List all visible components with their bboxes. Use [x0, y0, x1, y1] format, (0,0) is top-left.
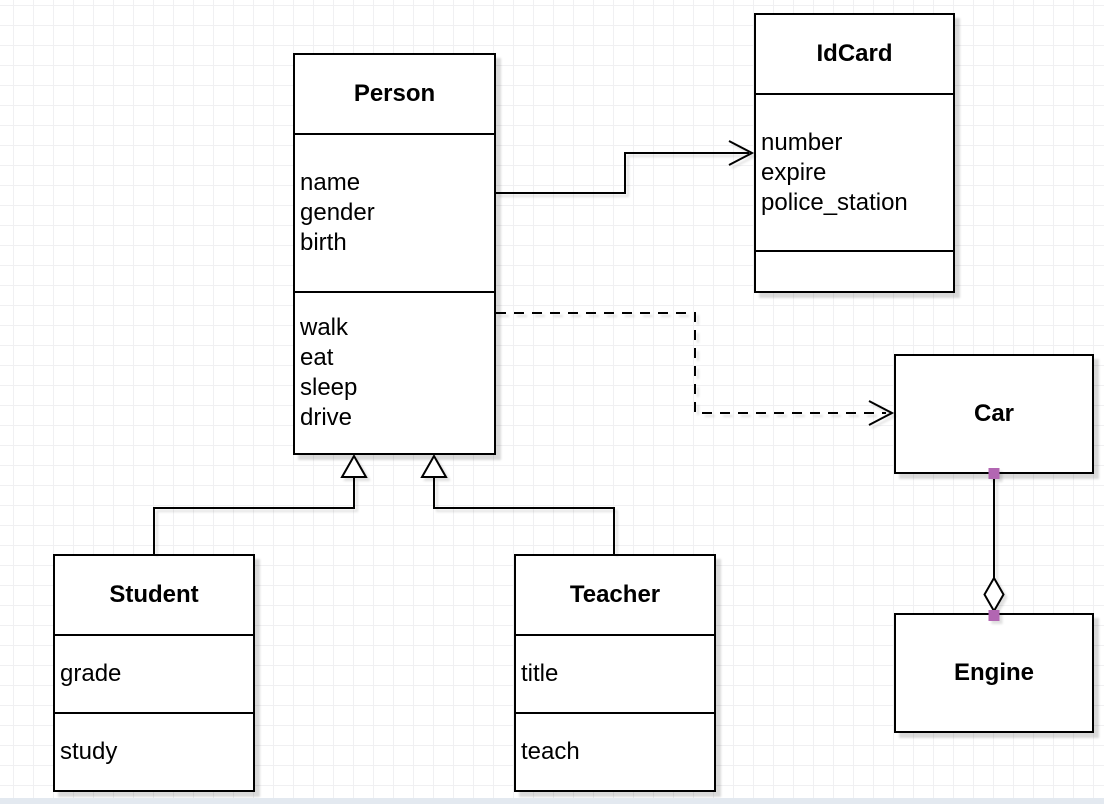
method: drive: [300, 404, 353, 431]
hollow-diamond-icon: [983, 575, 1005, 614]
open-arrowhead-icon: [868, 400, 895, 426]
method: eat: [300, 344, 334, 371]
hollow-triangle-icon: [340, 453, 368, 478]
class-car-title: Car: [973, 400, 1015, 427]
class-student-methods: study: [55, 712, 253, 790]
class-teacher-attributes: title: [516, 634, 714, 712]
method: walk: [300, 314, 349, 341]
method: sleep: [300, 374, 358, 401]
connection-point[interactable]: [988, 610, 1000, 621]
class-idcard-title: IdCard: [816, 40, 893, 67]
attribute: number: [761, 128, 843, 156]
class-idcard-methods: [756, 250, 953, 291]
class-student-title: Student: [109, 581, 199, 608]
attribute: expire: [761, 158, 827, 186]
class-teacher-title: Teacher: [569, 581, 661, 608]
method: teach: [521, 738, 580, 765]
attribute: title: [521, 660, 559, 687]
attribute: name: [300, 169, 361, 196]
attribute: gender: [300, 199, 375, 226]
edge-person-idcard[interactable]: [496, 140, 755, 194]
class-idcard-attributes: number expire police_station: [756, 93, 953, 250]
class-idcard[interactable]: IdCard number expire police_station: [754, 13, 955, 293]
attribute: police_station: [761, 188, 908, 216]
class-student-attributes: grade: [55, 634, 253, 712]
class-teacher[interactable]: Teacher title teach: [514, 554, 716, 792]
open-arrowhead-icon: [728, 140, 755, 166]
attribute: birth: [300, 229, 347, 256]
class-car[interactable]: Car: [894, 354, 1094, 474]
hollow-triangle-icon: [420, 453, 448, 478]
method: study: [60, 738, 118, 765]
edge-car-engine[interactable]: [983, 468, 1005, 621]
edge-student-person[interactable]: [153, 453, 368, 554]
connection-point[interactable]: [988, 468, 1000, 479]
class-person-methods: walk eat sleep drive: [295, 291, 494, 453]
class-person-title: Person: [353, 80, 436, 107]
class-teacher-methods: teach: [516, 712, 714, 790]
attribute: grade: [60, 660, 122, 687]
class-engine[interactable]: Engine: [894, 613, 1094, 733]
class-person[interactable]: Person name gender birth walk eat sleep …: [293, 53, 496, 455]
class-person-attributes: name gender birth: [295, 133, 494, 291]
class-engine-title: Engine: [953, 659, 1034, 686]
edge-person-car[interactable]: [496, 312, 895, 426]
canvas-bottom-edge: [0, 798, 1104, 804]
edge-teacher-person[interactable]: [420, 453, 615, 554]
class-student[interactable]: Student grade study: [53, 554, 255, 792]
